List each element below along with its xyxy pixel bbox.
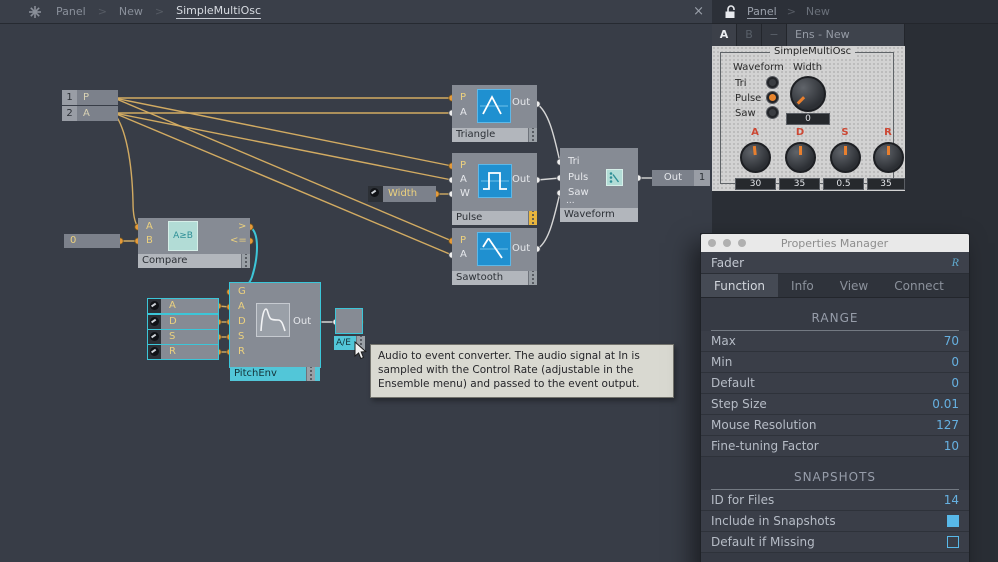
- window-title: Properties Manager: [780, 236, 889, 250]
- divider: [711, 330, 959, 331]
- default-if-missing-checkbox[interactable]: [947, 536, 959, 548]
- property-value[interactable]: 127: [936, 418, 959, 432]
- selected-object-row: Fader R: [701, 252, 969, 274]
- release-value[interactable]: 35: [867, 178, 905, 190]
- unlock-icon[interactable]: [724, 4, 737, 19]
- include-in-snapshots-checkbox[interactable]: [947, 515, 959, 527]
- property-row-max[interactable]: Max 70: [701, 331, 969, 352]
- property-row-id-for-files[interactable]: ID for Files 14: [701, 490, 969, 511]
- waveform-group-label: Waveform: [733, 62, 784, 73]
- knob-label-r: R: [884, 127, 892, 138]
- window-button-minimize[interactable]: [723, 239, 731, 247]
- sustain-value[interactable]: 0.5: [823, 178, 864, 190]
- width-knob[interactable]: [790, 76, 826, 112]
- radio-label-pulse: Pulse: [735, 93, 762, 104]
- panel-breadcrumb-panel[interactable]: Panel: [747, 4, 777, 19]
- instrument-title: SimpleMultiOsc: [770, 46, 856, 57]
- property-label: Include in Snapshots: [711, 514, 836, 528]
- radio-pulse[interactable]: [766, 91, 779, 104]
- knob-label-a: A: [751, 127, 759, 138]
- property-label: Mouse Resolution: [711, 418, 817, 432]
- property-label: Step Size: [711, 397, 767, 411]
- panel-background: [905, 46, 998, 191]
- tab-connect[interactable]: Connect: [894, 279, 944, 293]
- property-row-fine-tuning[interactable]: Fine-tuning Factor 10: [701, 436, 969, 457]
- structure-header: Panel > New > SimpleMultiOsc ×: [0, 0, 712, 24]
- attack-value[interactable]: 30: [735, 178, 776, 190]
- section-header-snapshots: SNAPSHOTS: [793, 470, 877, 484]
- window-button-zoom[interactable]: [738, 239, 746, 247]
- knob-label-d: D: [795, 127, 805, 138]
- attack-knob[interactable]: [740, 142, 771, 173]
- tab-minus[interactable]: −: [762, 24, 787, 46]
- property-value[interactable]: 0: [951, 376, 959, 390]
- radio-saw[interactable]: [766, 106, 779, 119]
- selected-object-name: Fader: [711, 255, 745, 270]
- object-type-badge: R: [951, 255, 959, 269]
- radio-tri[interactable]: [766, 76, 779, 89]
- property-label: Default if Missing: [711, 535, 815, 549]
- property-label: Min: [711, 355, 733, 369]
- close-icon[interactable]: ×: [693, 4, 704, 19]
- section-header-range: RANGE: [811, 311, 859, 325]
- snapshot-tab-row: A B − Ens - New: [712, 24, 998, 46]
- property-value[interactable]: 14: [943, 493, 959, 507]
- property-label: Max: [711, 334, 736, 348]
- property-label: Default: [711, 376, 755, 390]
- ensemble-select[interactable]: Ens - New: [787, 24, 905, 46]
- breadcrumb-panel[interactable]: Panel: [56, 5, 86, 18]
- radio-label-saw: Saw: [735, 108, 756, 119]
- properties-manager-window: Properties Manager Fader R Function Info…: [700, 233, 970, 562]
- divider: [711, 489, 959, 490]
- property-row-mouse-resolution[interactable]: Mouse Resolution 127: [701, 415, 969, 436]
- panel-header: Panel > New: [712, 0, 998, 24]
- breadcrumb-new[interactable]: New: [118, 5, 143, 18]
- width-knob-label: Width: [793, 62, 823, 73]
- breadcrumb-separator: >: [154, 5, 165, 18]
- tab-b[interactable]: B: [737, 24, 762, 46]
- panel-breadcrumb-new[interactable]: New: [805, 5, 830, 18]
- sustain-knob[interactable]: [830, 142, 861, 173]
- property-row-step-size[interactable]: Step Size 0.01: [701, 394, 969, 415]
- property-value[interactable]: 70: [943, 334, 959, 348]
- radio-label-tri: Tri: [735, 78, 747, 89]
- ensemble-icon[interactable]: [28, 5, 42, 19]
- property-row-default-if-missing[interactable]: Default if Missing: [701, 532, 969, 553]
- decay-knob[interactable]: [785, 142, 816, 173]
- property-value[interactable]: 10: [943, 439, 959, 453]
- window-button-close[interactable]: [708, 239, 716, 247]
- properties-title-bar[interactable]: Properties Manager: [701, 234, 969, 252]
- tab-function[interactable]: Function: [701, 274, 779, 297]
- knob-label-s: S: [841, 127, 849, 138]
- tab-view[interactable]: View: [839, 279, 869, 293]
- property-label: ID for Files: [711, 493, 775, 507]
- tab-a[interactable]: A: [712, 24, 737, 46]
- property-label: Fine-tuning Factor: [711, 439, 819, 453]
- property-row-default[interactable]: Default 0: [701, 373, 969, 394]
- release-knob[interactable]: [873, 142, 904, 173]
- properties-tabs: Function Info View Connect: [701, 274, 969, 298]
- breadcrumb-simplemultiosc[interactable]: SimpleMultiOsc: [176, 4, 262, 19]
- property-row-include-in-snapshots[interactable]: Include in Snapshots: [701, 511, 969, 532]
- decay-value[interactable]: 35: [779, 178, 820, 190]
- panel-breadcrumb-separator: >: [786, 5, 796, 18]
- breadcrumb-separator: >: [97, 5, 107, 18]
- property-value[interactable]: 0: [951, 355, 959, 369]
- width-value[interactable]: 0: [786, 113, 830, 125]
- tab-info[interactable]: Info: [791, 279, 814, 293]
- property-value[interactable]: 0.01: [932, 397, 959, 411]
- property-row-min[interactable]: Min 0: [701, 352, 969, 373]
